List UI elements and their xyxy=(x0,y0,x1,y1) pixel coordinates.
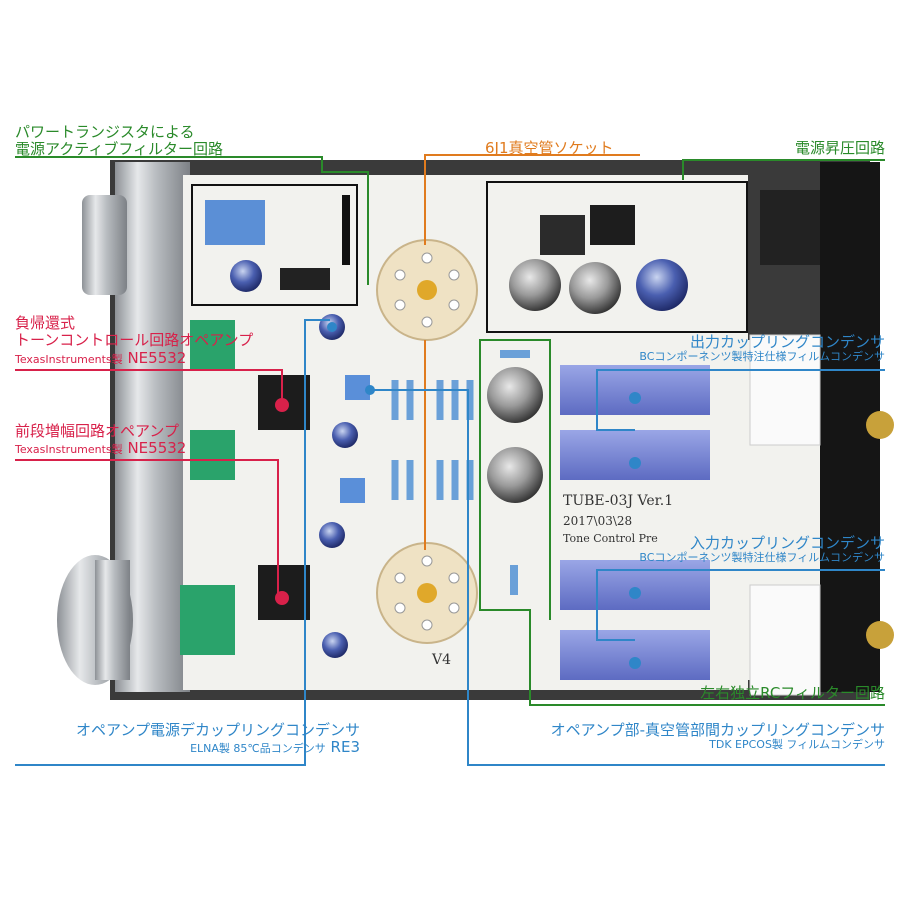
rca-jacks xyxy=(749,334,894,696)
tube-label: V4 xyxy=(431,652,451,668)
film-caps xyxy=(560,365,710,680)
callout-tube-socket: 6J1真空管ソケット xyxy=(485,139,614,157)
callout-nfb-line1: 負帰還式 xyxy=(15,314,76,332)
boost-circuit-block xyxy=(486,181,748,333)
callout-rc-filter: 左右独立RCフィルター回路 xyxy=(700,684,885,702)
rc-filter-block xyxy=(487,350,543,595)
leader-rc-filter xyxy=(479,339,885,706)
callout-nfb-maker: TexasInstruments製 xyxy=(15,352,123,366)
leader-power-filter xyxy=(15,156,369,285)
callout-interstage-sub: TDK EPCOS製 フィルムコンデンサ xyxy=(709,738,885,752)
callout-preamp-part: NE5532 xyxy=(127,439,187,458)
board-date: 2017\03\28 xyxy=(563,514,632,528)
callout-nfb-part: NE5532 xyxy=(127,348,187,367)
callout-boost-circuit: 電源昇圧回路 xyxy=(794,139,885,157)
callout-input-title: 入力カップリングコンデンサ xyxy=(689,534,885,552)
callout-nfb-line2: トーンコントロール回路オペアンプ xyxy=(15,331,254,350)
callout-dots xyxy=(275,322,641,669)
board-title: TUBE-03J Ver.1 xyxy=(563,493,673,509)
dc-jack xyxy=(760,190,820,265)
board-name: Tone Control Pre xyxy=(563,532,658,545)
decoupling-caps xyxy=(319,314,358,658)
callout-preamp-maker: TexasInstruments製 xyxy=(15,443,123,457)
callout-decoupling-title: オペアンプ電源デカップリングコンデンサ xyxy=(76,721,360,739)
board-silkscreen: TUBE-03J Ver.1 2017\03\28 Tone Control P… xyxy=(431,493,673,668)
callout-decoupling-sub: ELNA製 85℃品コンデンサ xyxy=(190,742,326,756)
leader-tube-socket xyxy=(424,154,640,245)
leader-preamp xyxy=(15,459,279,600)
callout-interstage: オペアンプ部-真空管部間カップリングコンデンサ TDK EPCOS製 フィルムコ… xyxy=(550,721,885,752)
callout-output-title: 出力カップリングコンデンサ xyxy=(689,333,885,351)
tube-socket-top xyxy=(376,239,478,341)
callout-input-sub: BCコンポーネンツ製特注仕様フィルムコンデンサ xyxy=(639,551,885,565)
leader-decoupling xyxy=(15,319,330,766)
callout-power-filter: パワートランジスタによる 電源アクティブフィルター回路 xyxy=(15,123,224,159)
leader-boost xyxy=(682,159,885,180)
power-filter-block xyxy=(191,184,358,306)
callout-power-filter-line1: パワートランジスタによる xyxy=(15,123,195,141)
callout-decoupling: オペアンプ電源デカップリングコンデンサ ELNA製 85℃品コンデンサ RE3 xyxy=(15,721,360,757)
callout-decoupling-part: RE3 xyxy=(330,738,360,757)
interstage-caps xyxy=(340,375,370,503)
tube-socket-bottom xyxy=(376,542,478,644)
leader-interstage xyxy=(370,389,885,766)
callout-preamp-line1: 前段増幅回路オペアンプ xyxy=(15,422,179,440)
callout-input-coupling: 入力カップリングコンデンサ BCコンポーネンツ製特注仕様フィルムコンデンサ xyxy=(639,534,885,565)
knob-bottom xyxy=(57,555,133,685)
knob-top xyxy=(82,195,127,295)
callout-pre-amp: 前段増幅回路オペアンプ TexasInstruments製 NE5532 xyxy=(15,422,187,458)
resistors xyxy=(391,380,474,500)
callout-output-coupling: 出力カップリングコンデンサ BCコンポーネンツ製特注仕様フィルムコンデンサ xyxy=(639,333,885,364)
leader-nfb xyxy=(15,369,283,400)
callout-interstage-title: オペアンプ部-真空管部間カップリングコンデンサ xyxy=(550,721,885,739)
leader-output-coupling xyxy=(596,369,885,431)
callout-power-filter-line2: 電源アクティブフィルター回路 xyxy=(15,140,224,159)
callout-nfb-tone: 負帰還式 トーンコントロール回路オペアンプ TexasInstruments製 … xyxy=(15,314,254,367)
pots xyxy=(180,320,235,655)
leader-input-coupling xyxy=(596,569,885,641)
callout-output-sub: BCコンポーネンツ製特注仕様フィルムコンデンサ xyxy=(639,350,885,364)
